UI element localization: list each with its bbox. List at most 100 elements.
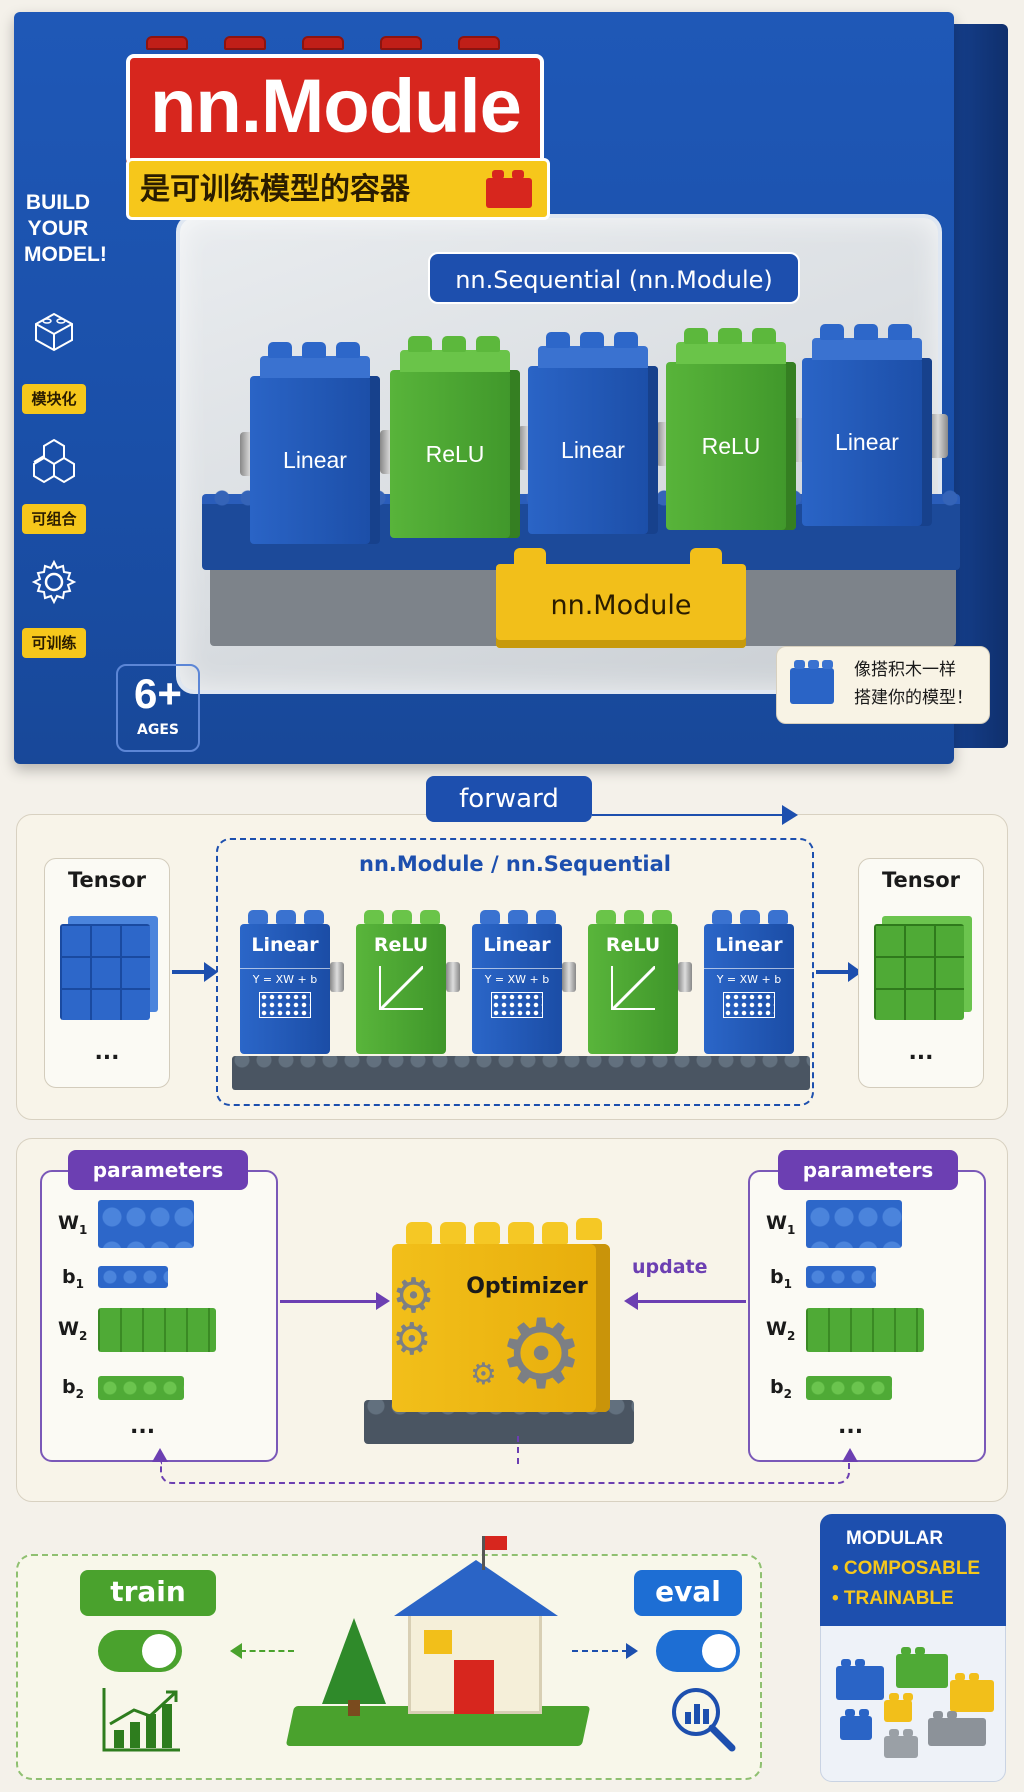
title-stud	[380, 36, 422, 50]
layer-brick-linear: Linear Y = XW + b	[472, 910, 562, 1054]
cubes-icon	[33, 438, 75, 484]
age-badge: 6+ AGES	[116, 664, 200, 752]
eval-toggle[interactable]	[656, 1630, 740, 1672]
weight-matrix-icon	[259, 992, 311, 1018]
update-label: update	[632, 1256, 708, 1278]
ellipsis: ...	[838, 1414, 864, 1439]
house-door	[454, 1660, 494, 1714]
layer-name: Linear	[715, 934, 783, 956]
age-number: 6+	[134, 670, 182, 717]
feedback-loop-stem	[517, 1436, 519, 1464]
optimizer-update-arrow	[624, 1292, 746, 1310]
age-label: AGES	[137, 722, 179, 738]
sequential-group-label: nn.Module / nn.Sequential	[359, 852, 671, 876]
forward-label: forward	[426, 776, 592, 822]
flow-arrow	[172, 962, 218, 982]
sequential-label: nn.Sequential (nn.Module)	[428, 252, 800, 304]
layer-label: ReLU	[425, 440, 485, 467]
param-w1: W1	[766, 1212, 796, 1237]
tip-text: 像搭积木一样 搭建你的模型！	[854, 656, 986, 716]
box-subtitle: 是可训练模型的容器	[140, 172, 410, 207]
relu-graph-icon	[611, 966, 655, 1010]
weight-matrix-icon	[723, 992, 775, 1018]
brick-outline-icon	[35, 312, 73, 352]
b1-brick	[98, 1266, 168, 1288]
feature-label-modular: 模块化	[22, 384, 86, 414]
linear-formula: Y = XW + b	[240, 968, 330, 986]
chart-growth-icon	[102, 1688, 180, 1752]
param-w2: W2	[58, 1318, 88, 1343]
build-your-model-text: BUILD YOUR MODEL!	[24, 191, 107, 266]
subtitle-banner	[126, 158, 550, 220]
tip-line: 像搭积木一样	[854, 660, 956, 680]
b2-brick	[806, 1376, 892, 1400]
feature-label-composable: 可组合	[22, 504, 86, 534]
feature-trainable: • TRAINABLE	[832, 1588, 954, 1609]
layer-label: ReLU	[701, 432, 761, 459]
sequential-group	[216, 838, 814, 1106]
arrowhead-right	[626, 1643, 638, 1659]
w2-brick	[98, 1308, 216, 1352]
connector-axle	[562, 962, 576, 992]
small-yellow-brick-icon	[884, 1693, 912, 1722]
flow-arrow	[816, 962, 862, 982]
layer-brick-linear: Linear	[802, 324, 932, 526]
param-w1: W1	[58, 1212, 88, 1237]
layer-name: ReLU	[605, 934, 661, 956]
relu-graph-icon	[379, 966, 423, 1010]
magnifier-chart-icon	[672, 1688, 736, 1752]
param-b1: b1	[770, 1266, 792, 1291]
parameters-tag: parameters	[68, 1150, 248, 1190]
connector-axle	[928, 414, 948, 458]
ellipsis: ...	[908, 1040, 934, 1065]
train-arrow	[240, 1650, 294, 1652]
blue-brick-icon	[836, 1659, 884, 1700]
layer-name: Linear	[483, 934, 551, 956]
box-side-panel	[954, 24, 1008, 748]
nn-module-base-brick: nn.Module	[496, 548, 746, 648]
feature-card-header	[820, 1514, 1006, 1626]
linear-formula: Y = XW + b	[704, 968, 794, 986]
layer-brick-relu: ReLU	[390, 336, 520, 538]
connector-axle	[446, 962, 460, 992]
box-title: nn.Module	[150, 64, 522, 149]
layer-name: Linear	[251, 934, 319, 956]
blue-brick-icon	[790, 660, 834, 704]
large-gear-icon: ⚙	[498, 1298, 585, 1410]
feature-label-trainable: 可训练	[22, 628, 86, 658]
connector-axle	[678, 962, 692, 992]
eval-arrow	[572, 1650, 628, 1652]
connector-axle	[330, 962, 344, 992]
train-toggle[interactable]	[98, 1630, 182, 1672]
gear-icon: ⚙	[470, 1357, 497, 1392]
layer-brick-linear: Linear	[250, 342, 380, 544]
house-window	[424, 1630, 452, 1654]
house-roof	[394, 1560, 558, 1616]
tip-line: 搭建你的模型！	[854, 688, 973, 708]
grey-plate-icon	[928, 1711, 986, 1746]
param-b1: b1	[62, 1266, 84, 1291]
grey-brick-icon	[884, 1729, 918, 1758]
arrowhead-left	[230, 1643, 242, 1659]
weight-matrix-icon	[491, 992, 543, 1018]
param-b2: b2	[62, 1376, 84, 1401]
b1-brick	[806, 1266, 876, 1288]
gear-icon: ⚙	[392, 1314, 432, 1365]
tree-icon	[322, 1618, 386, 1704]
green-brick-icon	[896, 1647, 948, 1688]
tree-trunk	[348, 1700, 360, 1716]
yellow-brick-icon	[950, 1673, 994, 1712]
layer-label: Linear	[561, 436, 625, 463]
ellipsis: ...	[130, 1414, 156, 1439]
feature-modular: MODULAR	[846, 1528, 944, 1549]
eval-tag: eval	[634, 1570, 742, 1616]
flagpole	[482, 1536, 485, 1570]
feedback-loop	[160, 1462, 850, 1484]
output-tensor-title: Tensor	[881, 868, 960, 892]
layer-brick-relu: ReLU	[356, 910, 446, 1054]
title-stud	[224, 36, 266, 50]
red-brick-icon	[486, 170, 532, 208]
b2-brick	[98, 1376, 184, 1400]
w1-brick	[98, 1200, 194, 1248]
layer-brick-linear: Linear Y = XW + b	[704, 910, 794, 1054]
